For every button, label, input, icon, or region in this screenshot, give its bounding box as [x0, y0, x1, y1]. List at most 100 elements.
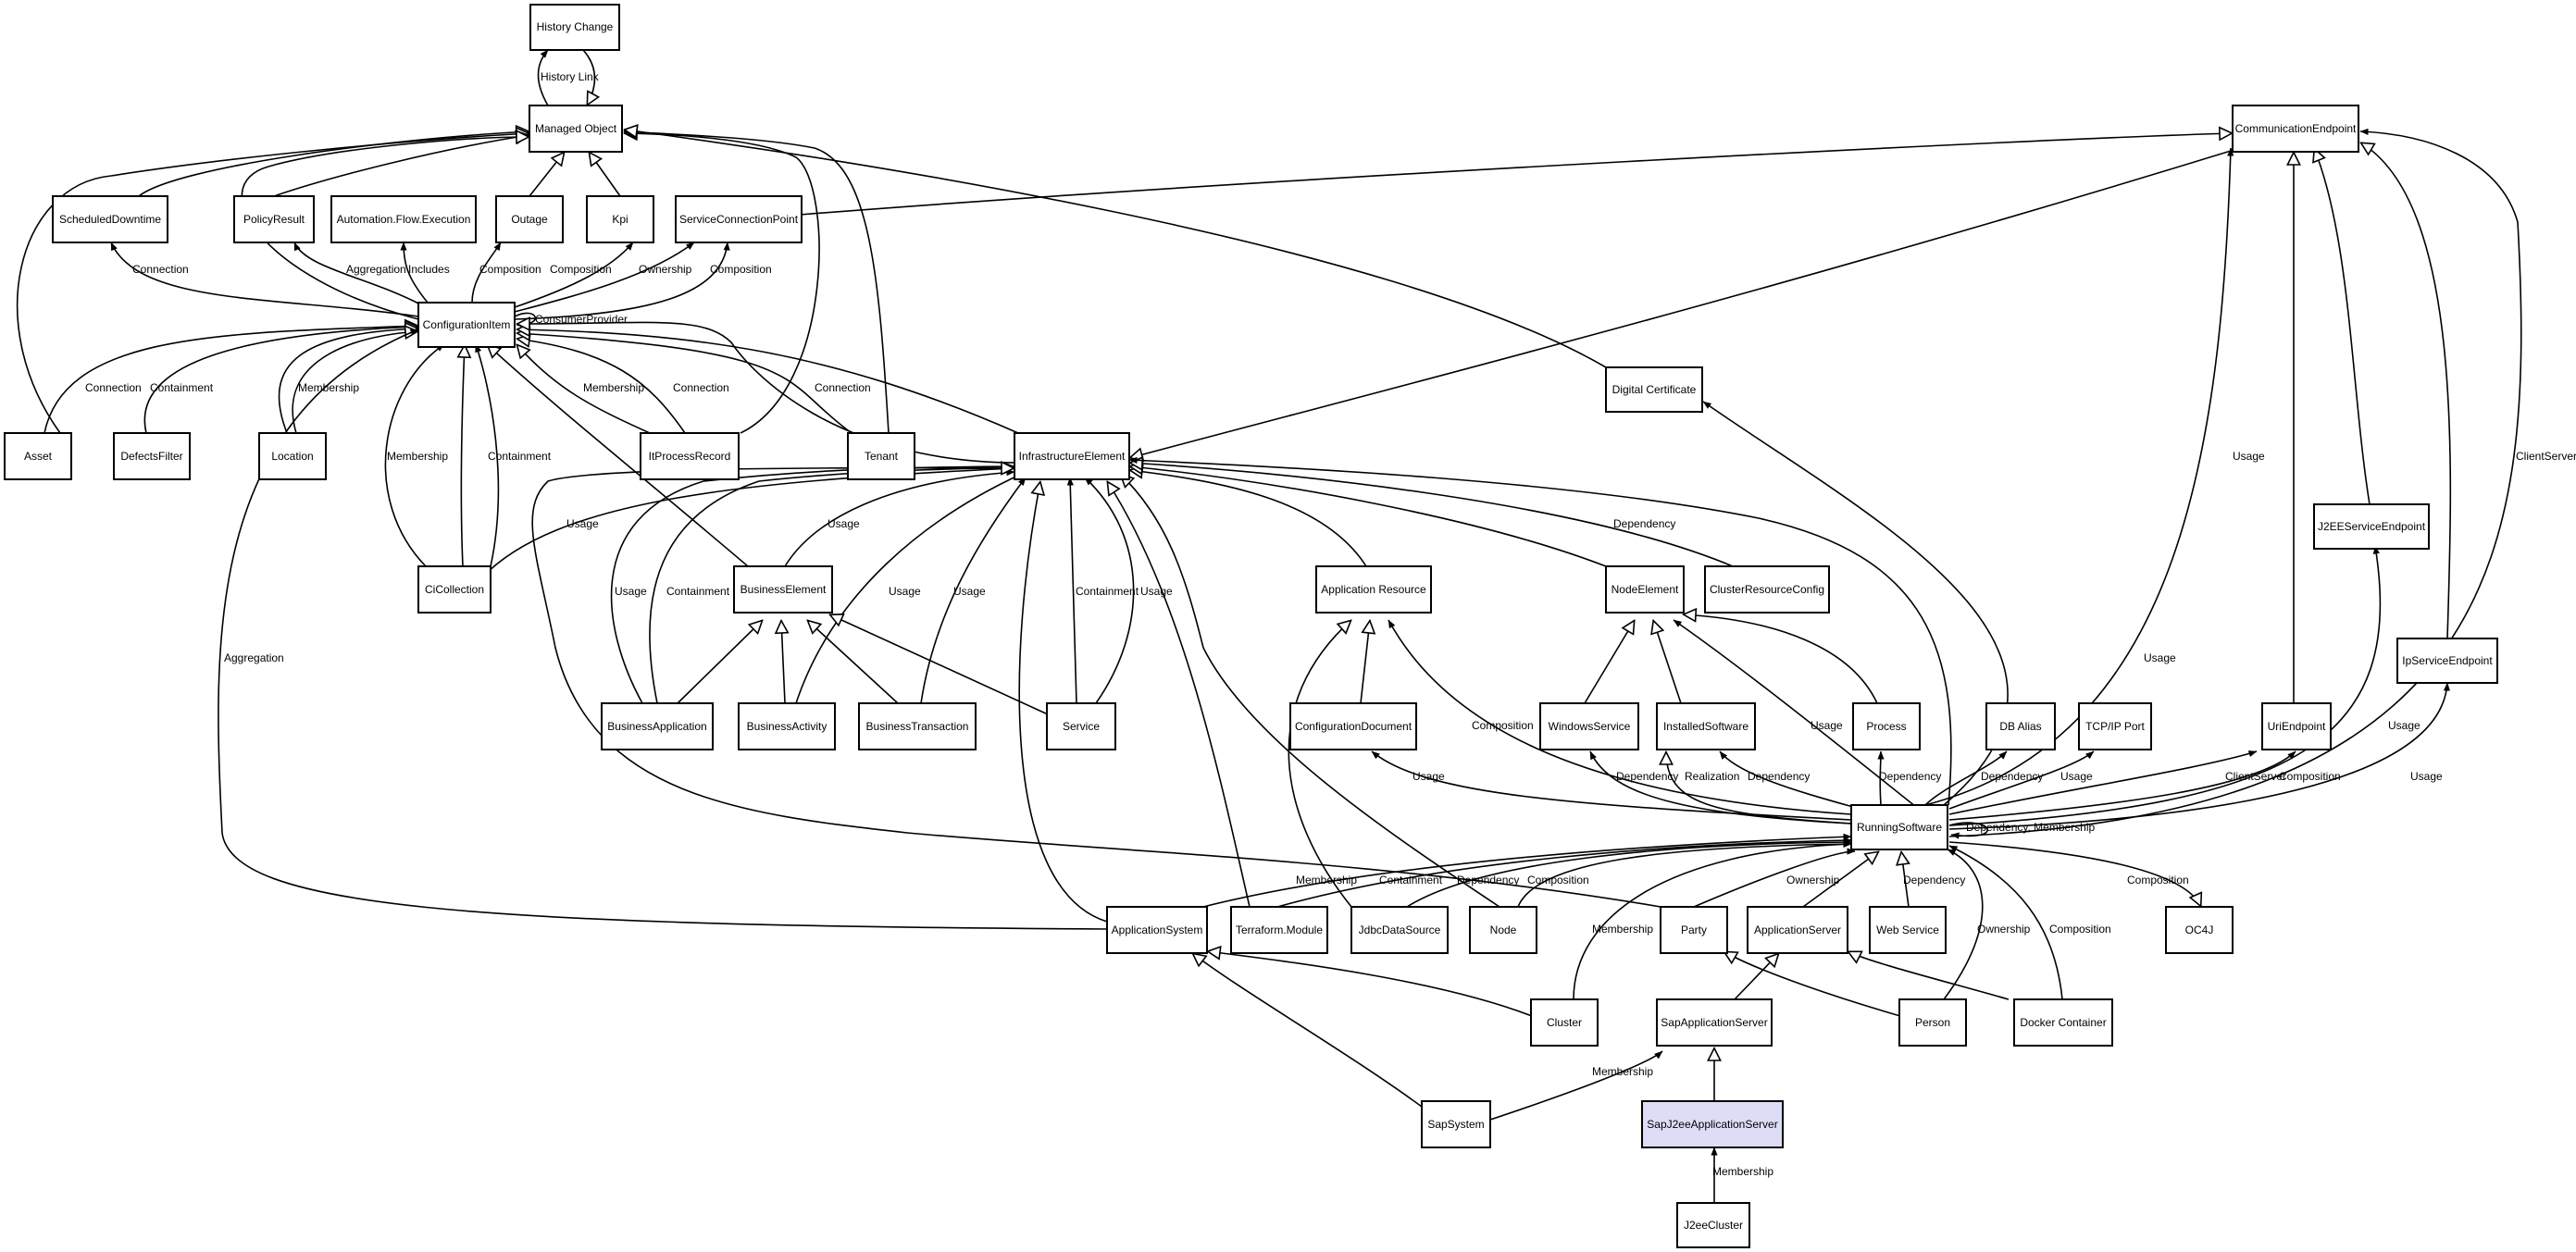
- edge-rs-tcpip-usage: [1948, 750, 2095, 810]
- node-outage[interactable]: Outage: [495, 195, 564, 243]
- edge-windows-ne-inherit: [1584, 620, 1636, 704]
- node-business-transaction[interactable]: BusinessTransaction: [858, 702, 977, 750]
- node-cluster[interactable]: Cluster: [1530, 998, 1599, 1047]
- node-label: ClusterResourceConfig: [1710, 583, 1824, 596]
- node-label: BusinessTransaction: [866, 720, 969, 733]
- node-terraform-module[interactable]: Terraform.Module: [1230, 906, 1328, 954]
- node-service[interactable]: Service: [1046, 702, 1116, 750]
- edge-ba-ie-containment: [649, 465, 1015, 704]
- node-application-system[interactable]: ApplicationSystem: [1106, 906, 1208, 954]
- node-sap-application-server[interactable]: SapApplicationServer: [1656, 998, 1773, 1047]
- node-sap-system[interactable]: SapSystem: [1421, 1100, 1491, 1148]
- node-business-application[interactable]: BusinessApplication: [601, 702, 714, 750]
- node-label: IpServiceEndpoint: [2402, 654, 2493, 667]
- edge-label-containment-1: Containment: [150, 381, 214, 394]
- node-business-activity[interactable]: BusinessActivity: [738, 702, 836, 750]
- node-kpi[interactable]: Kpi: [586, 195, 654, 243]
- edge-comm-endpoint-ie-inherit: [1129, 147, 2241, 458]
- edge-label-dependency-7: Dependency: [1903, 874, 1965, 886]
- node-web-service[interactable]: Web Service: [1869, 906, 1947, 954]
- node-label: NodeElement: [1612, 583, 1679, 596]
- node-business-element[interactable]: BusinessElement: [733, 565, 833, 614]
- node-label: RunningSoftware: [1857, 821, 1942, 834]
- node-tenant[interactable]: Tenant: [847, 432, 915, 480]
- node-service-connection-point[interactable]: ServiceConnectionPoint: [675, 195, 803, 243]
- node-node-element[interactable]: NodeElement: [1605, 565, 1685, 614]
- node-tcpip-port[interactable]: TCP/IP Port: [2078, 702, 2152, 750]
- node-ci-collection[interactable]: CiCollection: [417, 565, 492, 614]
- node-windows-service[interactable]: WindowsService: [1539, 702, 1639, 750]
- node-label: TCP/IP Port: [2085, 720, 2145, 733]
- node-label: Party: [1681, 924, 1707, 936]
- node-label: Application Resource: [1321, 583, 1426, 596]
- node-j2ee-cluster[interactable]: J2eeCluster: [1676, 1202, 1750, 1248]
- edge-label-ownership-3: Ownership: [1977, 923, 2031, 936]
- edge-rs-comm-usage: [1924, 147, 2234, 806]
- node-party[interactable]: Party: [1660, 906, 1728, 954]
- node-sap-j2ee-application-server[interactable]: SapJ2eeApplicationServer: [1641, 1100, 1784, 1148]
- edge-ci-scp-composition: [514, 242, 730, 320]
- edge-rs-ne-usage: [1673, 619, 1917, 808]
- node-jdbc-data-source[interactable]: JdbcDataSource: [1350, 906, 1449, 954]
- node-communication-endpoint[interactable]: CommunicationEndpoint: [2232, 105, 2359, 153]
- edge-digital-certificate-inherit: [624, 130, 1607, 368]
- node-running-software[interactable]: RunningSoftware: [1850, 804, 1948, 850]
- node-uri-endpoint[interactable]: UriEndpoint: [2261, 702, 2332, 750]
- edge-service-be-inherit: [829, 614, 1049, 715]
- edge-label-usage-13: Usage: [2144, 651, 2176, 664]
- edge-app-resource-ie-inherit: [1129, 470, 1367, 567]
- edge-person-party: [1724, 950, 1908, 1019]
- edge-appserver-rs-inherit: [1802, 851, 1879, 908]
- node-label: DefectsFilter: [120, 450, 182, 463]
- node-label: CiCollection: [425, 583, 484, 596]
- node-cluster-resource-config[interactable]: ClusterResourceConfig: [1704, 565, 1830, 614]
- edge-ci-collection-membership: [384, 343, 445, 567]
- edge-label-usage-6: Usage: [1140, 585, 1173, 598]
- node-label: ServiceConnectionPoint: [679, 213, 799, 226]
- edge-outage-inherit: [529, 152, 565, 197]
- node-digital-certificate[interactable]: Digital Certificate: [1605, 366, 1703, 413]
- edge-jdbc-rs-dependency: [1406, 838, 1852, 908]
- node-it-process-record[interactable]: ItProcessRecord: [640, 432, 740, 480]
- node-infrastructure-element[interactable]: InfrastructureElement: [1014, 432, 1130, 480]
- edge-rs-installed-dependency: [1719, 750, 1867, 812]
- edge-ci-kpi: [514, 242, 634, 308]
- node-label: J2eeCluster: [1684, 1219, 1743, 1232]
- node-managed-object[interactable]: Managed Object: [529, 105, 623, 153]
- edge-sapappserver-appserver: [1734, 953, 1779, 1000]
- node-oc4j[interactable]: OC4J: [2165, 906, 2234, 954]
- edge-person-rs-ownership: [1943, 849, 1984, 1000]
- edge-rs-uri-clientserver: [1948, 750, 2258, 815]
- node-automation-flow-execution[interactable]: Automation.Flow.Execution: [330, 195, 477, 243]
- edge-rs-self-loop: [1948, 822, 1988, 839]
- node-j2ee-service-endpoint[interactable]: J2EEServiceEndpoint: [2313, 503, 2430, 550]
- edge-label-connection-2: Connection: [85, 381, 142, 394]
- node-node[interactable]: Node: [1469, 906, 1537, 954]
- node-policy-result[interactable]: PolicyResult: [233, 195, 315, 243]
- node-application-resource[interactable]: Application Resource: [1315, 565, 1432, 614]
- edge-label-connection-1: Connection: [132, 263, 189, 276]
- edge-asset-ci: [44, 326, 418, 434]
- node-person[interactable]: Person: [1898, 998, 1967, 1047]
- node-db-alias[interactable]: DB Alias: [1985, 702, 2056, 750]
- edge-service-ie-containment: [1066, 477, 1077, 704]
- edge-label-dependency-1: Dependency: [1613, 517, 1675, 530]
- node-history-change[interactable]: History Change: [529, 4, 620, 51]
- node-configuration-item[interactable]: ConfigurationItem: [417, 302, 516, 348]
- node-label: Process: [1866, 720, 1906, 733]
- node-scheduled-downtime[interactable]: ScheduledDowntime: [52, 195, 168, 243]
- node-installed-software[interactable]: InstalledSoftware: [1656, 702, 1756, 750]
- node-label: ConfigurationDocument: [1295, 720, 1412, 733]
- node-location[interactable]: Location: [258, 432, 327, 480]
- node-ip-service-endpoint[interactable]: IpServiceEndpoint: [2396, 638, 2498, 684]
- edge-cluster-resource-ie: [1129, 463, 1734, 567]
- edge-label-composition-3: Composition: [710, 263, 772, 276]
- node-asset[interactable]: Asset: [4, 432, 72, 480]
- node-configuration-document[interactable]: ConfigurationDocument: [1289, 702, 1417, 750]
- node-process[interactable]: Process: [1852, 702, 1921, 750]
- node-defects-filter[interactable]: DefectsFilter: [113, 432, 191, 480]
- node-label: DB Alias: [1999, 720, 2041, 733]
- edge-webservice-rs-dependency: [1901, 851, 1909, 908]
- node-docker-container[interactable]: Docker Container: [2013, 998, 2113, 1047]
- node-application-server[interactable]: ApplicationServer: [1747, 906, 1848, 954]
